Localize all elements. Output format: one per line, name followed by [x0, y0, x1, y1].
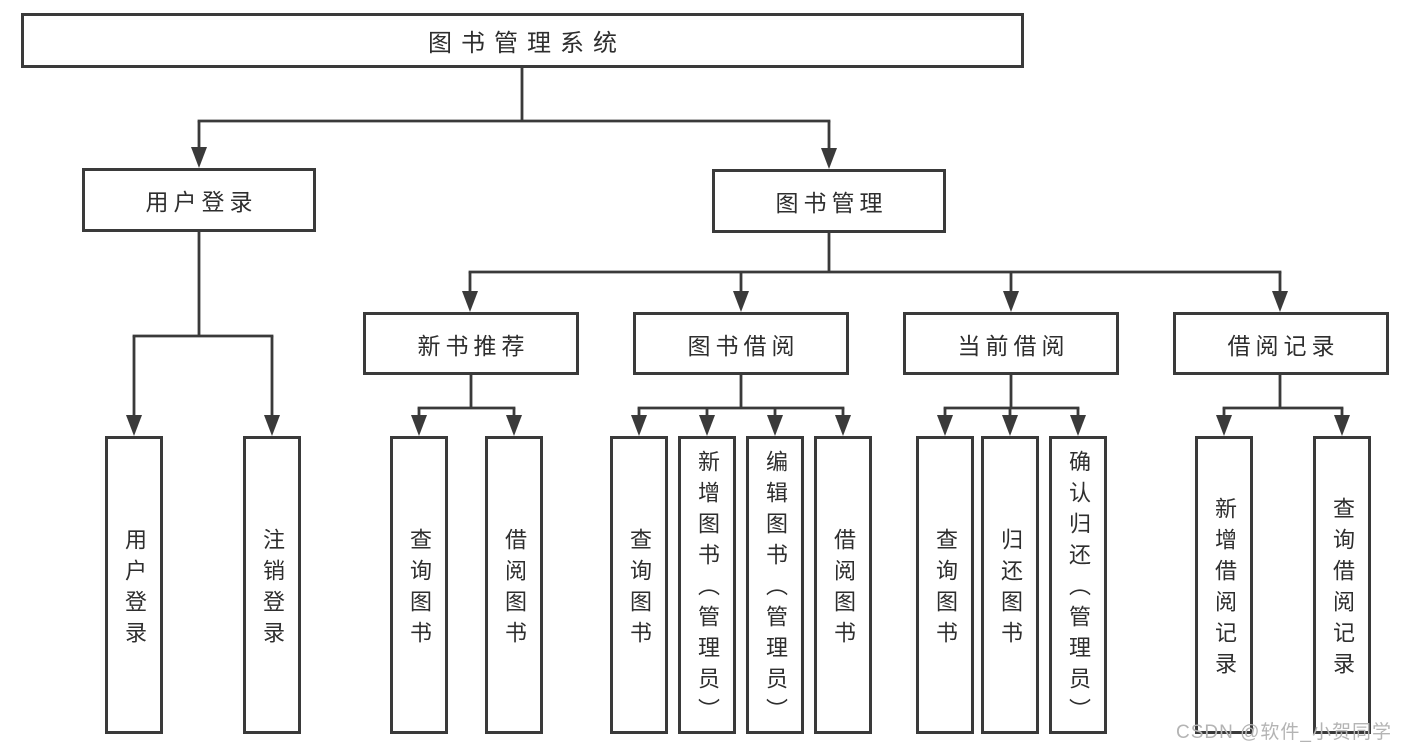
node-new-book-recommend: 新书推荐: [363, 312, 579, 375]
watermark: CSDN @软件_小贺同学: [1176, 722, 1392, 743]
leaf-add-borrow-record: 新增借阅记录: [1195, 436, 1253, 734]
leaf-edit-book-admin: 编辑图书（管理员）: [746, 436, 804, 734]
leaf-query-book-current: 查询图书: [916, 436, 974, 734]
node-user-login: 用户登录: [82, 168, 316, 232]
node-book-borrow: 图书借阅: [633, 312, 849, 375]
node-borrow-record: 借阅记录: [1173, 312, 1389, 375]
leaf-query-book-borrow: 查询图书: [610, 436, 668, 734]
leaf-borrow-book-recommend: 借阅图书: [485, 436, 543, 734]
leaf-borrow-book: 借阅图书: [814, 436, 872, 734]
leaf-query-book-recommend: 查询图书: [390, 436, 448, 734]
leaf-add-book-admin: 新增图书（管理员）: [678, 436, 736, 734]
leaf-user-login: 用户登录: [105, 436, 163, 734]
leaf-logout-login: 注销登录: [243, 436, 301, 734]
arrowheads: [126, 147, 1350, 436]
node-library-management-system: 图书管理系统: [21, 13, 1024, 68]
leaf-confirm-return-admin: 确认归还（管理员）: [1049, 436, 1107, 734]
node-current-borrow: 当前借阅: [903, 312, 1119, 375]
leaf-query-borrow-record: 查询借阅记录: [1313, 436, 1371, 734]
leaf-return-book: 归还图书: [981, 436, 1039, 734]
node-book-management: 图书管理: [712, 169, 946, 233]
